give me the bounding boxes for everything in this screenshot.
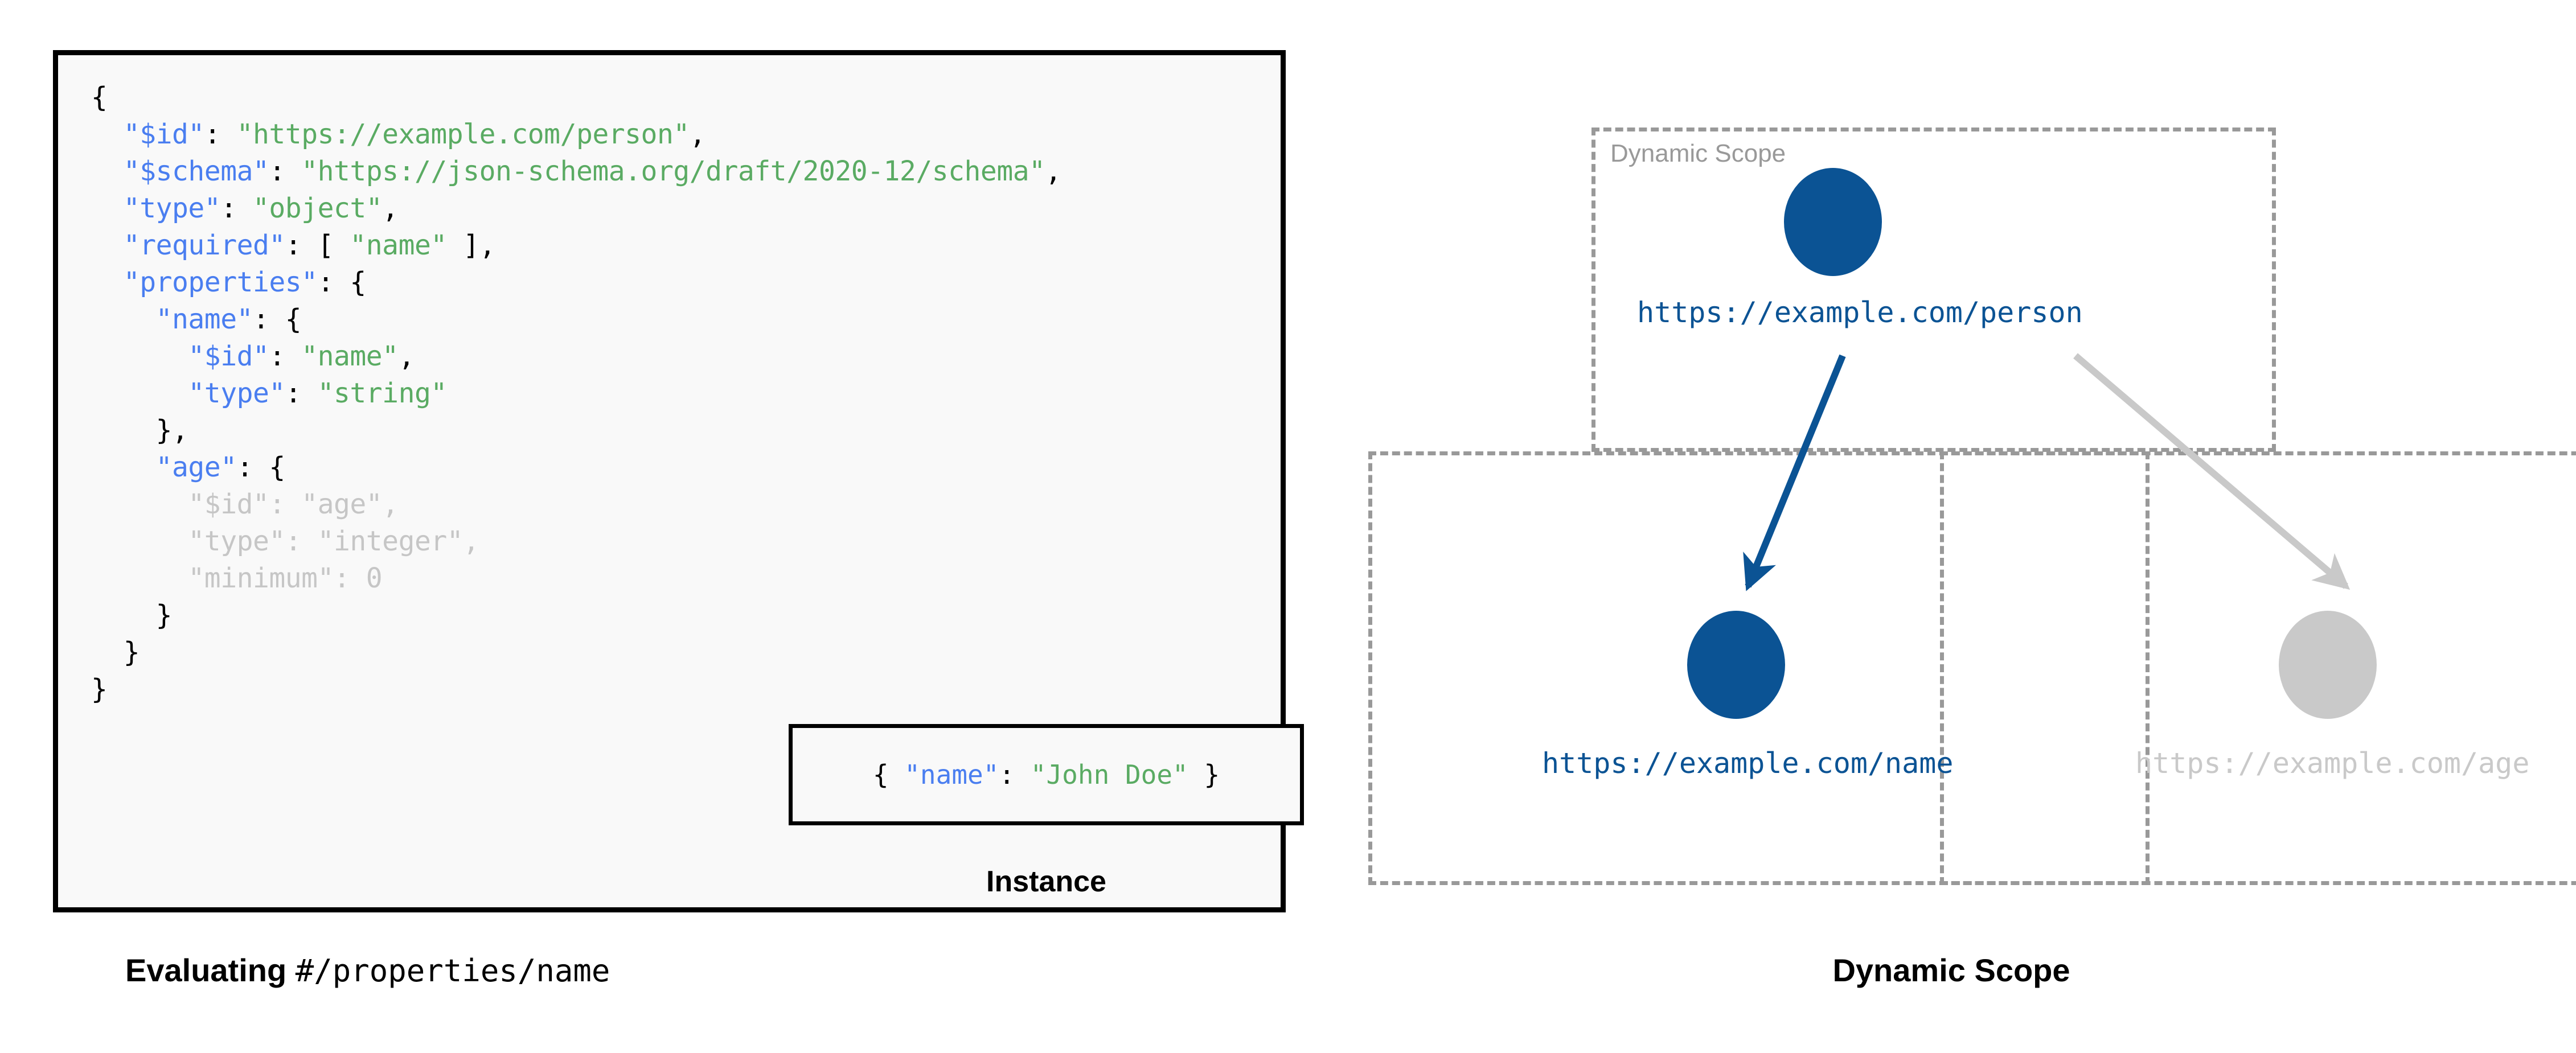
schema-code-block: { "$id": "https://example.com/person", "… xyxy=(53,50,1304,912)
code-line: "age": { xyxy=(155,451,286,483)
evaluating-caption-bold: Evaluating xyxy=(125,952,296,988)
code-line: } xyxy=(91,636,140,668)
evaluating-caption-pointer: #/properties/name xyxy=(295,953,610,989)
instance-box: { "name": "John Doe" } xyxy=(789,724,1304,825)
code-line: "type": "string" xyxy=(188,377,447,409)
node-name-circle xyxy=(1687,611,1785,719)
code-line: } xyxy=(91,599,173,631)
scope-box-person xyxy=(1591,127,2276,452)
node-age-circle xyxy=(2279,611,2377,719)
node-person-label: https://example.com/person xyxy=(1637,296,2083,329)
schema-panel: { "$id": "https://example.com/person", "… xyxy=(53,50,1304,989)
code-line: "$id": "age", xyxy=(188,488,399,520)
code-line: "properties": { xyxy=(123,266,366,298)
code-line: "$id": "https://example.com/person", xyxy=(123,118,706,150)
code-line: "$id": "name", xyxy=(188,340,415,372)
code-line: } xyxy=(91,673,108,705)
code-line: "minimum": 0 xyxy=(188,562,383,594)
code-line: }, xyxy=(91,414,188,446)
instance-json-code: { "name": "John Doe" } xyxy=(872,759,1220,790)
scope-box-label: Dynamic Scope xyxy=(1610,139,1786,167)
dynamic-scope-diagram: Dynamic Scope https://example.com/person… xyxy=(1327,0,2576,1053)
evaluating-caption: Evaluating #/properties/name xyxy=(125,952,610,989)
dynamic-scope-caption: Dynamic Scope xyxy=(1832,952,2070,988)
code-line: { xyxy=(91,81,108,113)
code-line: "type": "integer", xyxy=(188,525,479,557)
code-line: "required": [ "name" ], xyxy=(123,229,496,261)
code-line: "$schema": "https://json-schema.org/draf… xyxy=(123,155,1062,187)
node-person-circle xyxy=(1784,168,1882,276)
node-name-label: https://example.com/name xyxy=(1542,747,1954,780)
schema-source-code: { "$id": "https://example.com/person", "… xyxy=(91,79,1061,708)
code-line: "type": "object", xyxy=(123,192,399,224)
scope-box-age xyxy=(1940,451,2576,885)
code-line: "name": { xyxy=(155,303,302,335)
node-age-label: https://example.com/age xyxy=(2135,747,2530,780)
instance-caption: Instance xyxy=(986,865,1106,898)
